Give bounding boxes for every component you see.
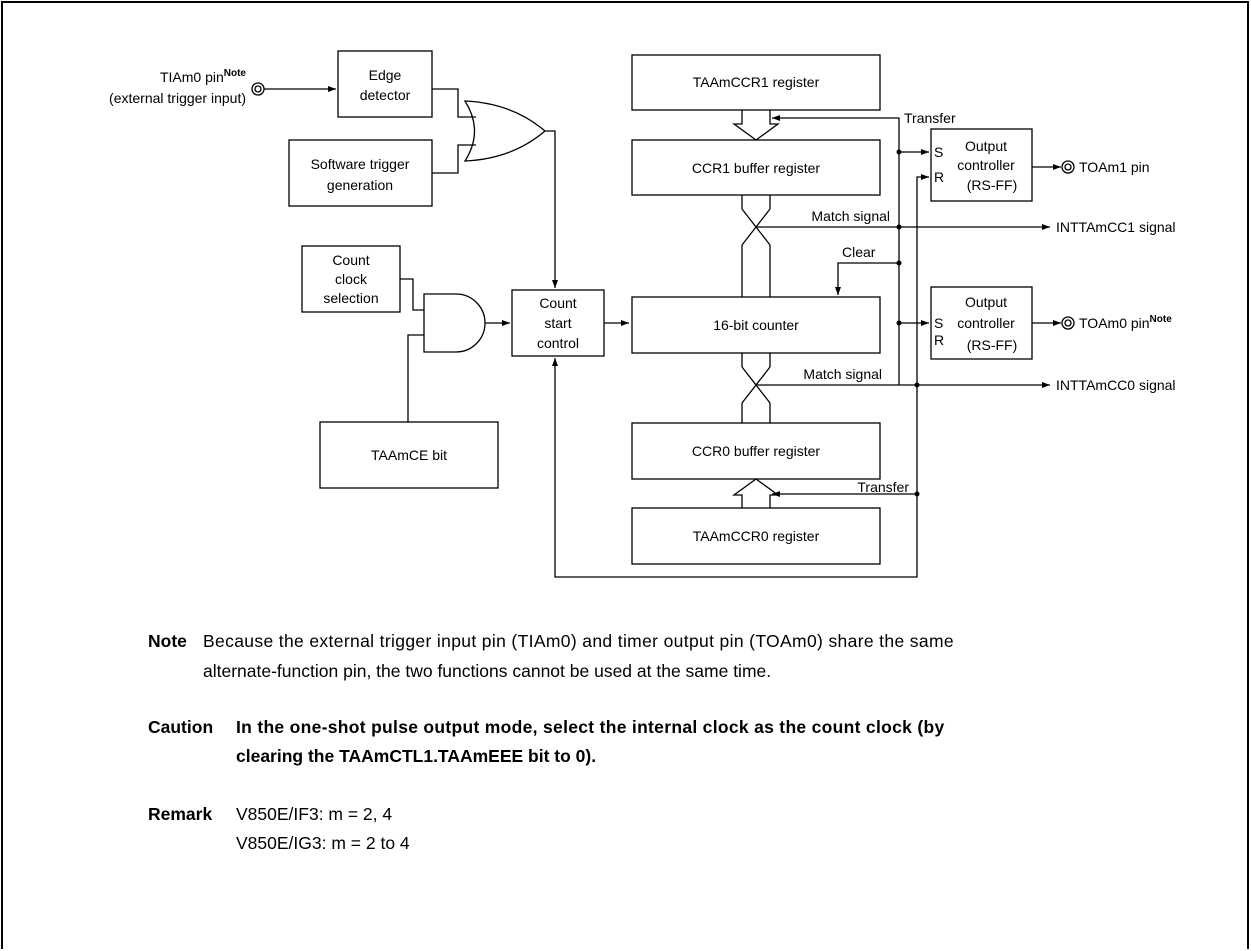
counter-16bit-box [631, 296, 881, 354]
count-start-label-1: Count [539, 295, 576, 311]
taamce-bit-label: TAAmCE bit [371, 447, 447, 463]
edge-to-or-wire [432, 88, 476, 118]
counter-16bit-label: 16-bit counter [713, 317, 799, 333]
and-gate [423, 293, 486, 353]
ccr0-transfer-hollow-arrow [732, 478, 780, 508]
toam1-pin-label: TOAm1 pin [1079, 159, 1150, 175]
taamce-to-and-wire [407, 334, 424, 422]
ccr0-buffer-label: CCR0 buffer register [692, 443, 820, 459]
count-clock-label-3: selection [323, 290, 378, 306]
compare-bus-ccr1 [741, 195, 771, 297]
edge-detector-box [337, 50, 433, 118]
match-signal-bottom-label: Match signal [803, 366, 882, 382]
tiam0-pin-label: TIAm0 pinNote [160, 68, 246, 85]
edge-detector-label-2: detector [360, 87, 411, 103]
oc1-r-label: R [934, 169, 944, 185]
oc0-label-2: controller [957, 315, 1015, 331]
toam0-pin-icon [1061, 316, 1075, 330]
clock-to-and-wire [400, 278, 424, 311]
transfer-cc1-feedback [772, 115, 900, 227]
external-trigger-label: (external trigger input) [109, 90, 246, 106]
oc0-r-label: R [934, 332, 944, 348]
oc0-s-label: S [934, 315, 943, 331]
software-trigger-label-2: generation [327, 177, 393, 193]
taamccr0-register-label: TAAmCCR0 register [693, 528, 820, 544]
junction-dots [896, 149, 920, 497]
count-start-label-3: control [537, 335, 579, 351]
transfer-top-label: Transfer [904, 110, 956, 126]
oc0-label-3: (RS-FF) [967, 337, 1018, 353]
count-clock-label-2: clock [335, 271, 368, 287]
clear-label: Clear [842, 244, 876, 260]
count-start-label-2: start [544, 315, 571, 331]
ccr1-transfer-hollow-arrow [732, 110, 780, 141]
taamccr1-register-label: TAAmCCR1 register [693, 74, 820, 90]
oc0-label-1: Output [965, 294, 1007, 310]
oc1-label-1: Output [965, 138, 1007, 154]
software-trigger-label-1: Software trigger [311, 156, 410, 172]
transfer-bottom-label: Transfer [857, 479, 909, 495]
inttamcc0-signal-label: INTTAmCC0 signal [1056, 377, 1176, 393]
edge-detector-label-1: Edge [369, 67, 402, 83]
taamccr1-register-box [631, 54, 881, 111]
toam1-pin-icon [1061, 160, 1075, 174]
oc1-reset-wire [916, 174, 929, 385]
or-to-count-start-wire [545, 130, 558, 288]
match-signal-top-label: Match signal [811, 208, 890, 224]
output-controller-1-box [930, 128, 1033, 202]
oc1-s-label: S [934, 144, 943, 160]
clear-line [835, 262, 899, 295]
tiam0-pin-icon [251, 82, 265, 96]
software-trigger-box [288, 139, 433, 207]
inttamcc1-signal-label: INTTAmCC1 signal [1056, 219, 1176, 235]
or-gate [463, 100, 547, 162]
taamce-bit-box [319, 421, 499, 489]
ccr1-buffer-label: CCR1 buffer register [692, 160, 820, 176]
count-start-feedback [552, 358, 918, 578]
sw-to-or-wire [432, 144, 476, 174]
oc1-label-3: (RS-FF) [967, 177, 1018, 193]
taamccr0-register-box [631, 507, 881, 565]
toam0-pin-label: TOAm0 pinNote [1079, 314, 1172, 331]
oc1-label-2: controller [957, 157, 1015, 173]
compare-bus-ccr0 [741, 353, 771, 423]
count-clock-label-1: Count [332, 252, 369, 268]
